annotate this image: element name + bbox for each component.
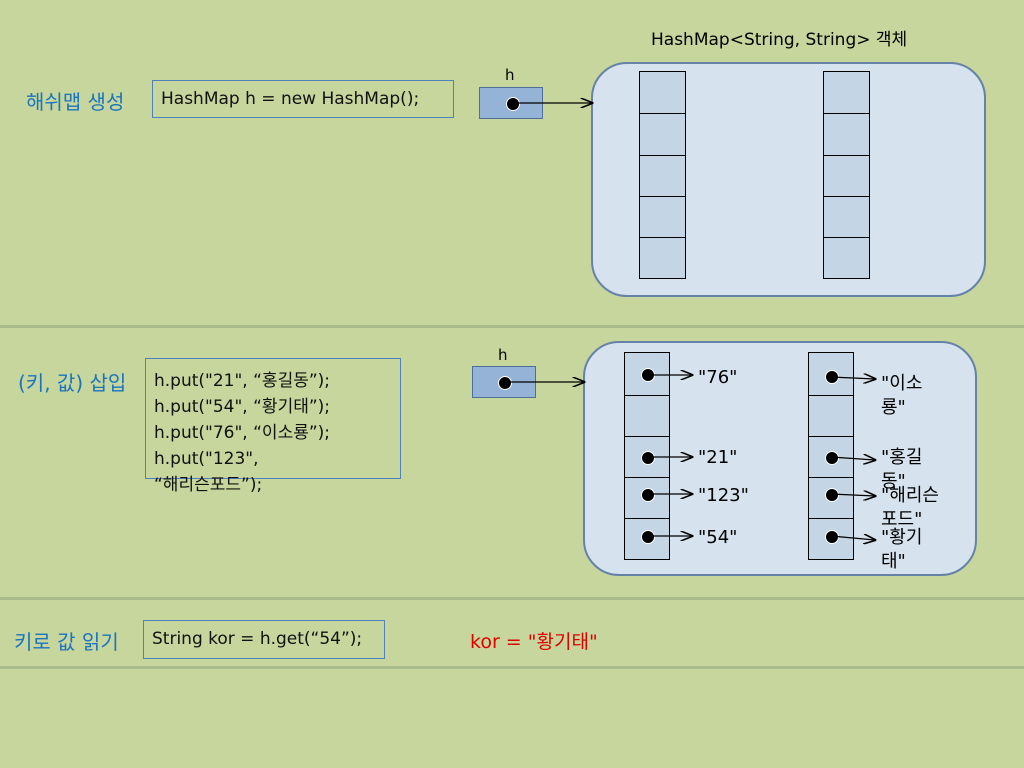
bucket-cell bbox=[624, 518, 670, 560]
code-line: h.put("54", “황기태”); bbox=[154, 397, 331, 417]
entry-dot bbox=[641, 530, 655, 544]
value-label-line: 포드" bbox=[881, 509, 923, 530]
result-text: kor = "황기태" bbox=[470, 631, 598, 653]
entry-dot bbox=[825, 488, 839, 502]
section-label-insert: (키, 값) 삽입 bbox=[18, 371, 127, 395]
reference-dot bbox=[498, 376, 512, 390]
bucket-cell bbox=[624, 395, 670, 437]
value-label-line: 태" bbox=[881, 551, 906, 572]
bucket-cell bbox=[624, 477, 670, 519]
reference-label: h bbox=[498, 346, 508, 364]
value-label-line: 룡" bbox=[881, 397, 906, 418]
bucket-cell bbox=[808, 352, 854, 396]
entry-arrow bbox=[830, 494, 875, 496]
bucket-cell bbox=[639, 196, 686, 238]
code-line: h.put("76", “이소룡”); bbox=[154, 423, 331, 443]
reference-dot bbox=[506, 97, 520, 111]
bucket-cell bbox=[823, 71, 870, 114]
bucket-cell bbox=[808, 436, 854, 478]
entry-arrow bbox=[830, 377, 875, 379]
bucket-cell bbox=[639, 155, 686, 197]
code-line: “해리슨포드”); bbox=[154, 475, 263, 495]
bucket-cell bbox=[639, 113, 686, 156]
bucket-cell bbox=[823, 237, 870, 279]
bucket-cell bbox=[808, 395, 854, 437]
value-label-line: "이소 bbox=[881, 373, 923, 394]
code-insert-lines: h.put("21", “홍길동”); h.put("54", “황기태”); … bbox=[154, 368, 330, 498]
reference-label: h bbox=[505, 66, 515, 84]
code-create: HashMap h = new HashMap(); bbox=[152, 80, 454, 118]
entry-dot bbox=[641, 451, 655, 465]
value-label: "이소 룡" bbox=[881, 372, 922, 420]
section-divider bbox=[0, 597, 1024, 600]
key-label: "76" bbox=[698, 367, 738, 388]
entry-dot bbox=[641, 488, 655, 502]
section-divider bbox=[0, 325, 1024, 328]
value-label-line: "홍길 bbox=[881, 447, 923, 468]
code-get: String kor = h.get(“54”); bbox=[143, 620, 385, 659]
entry-arrow bbox=[830, 536, 875, 540]
value-label-line: "황기 bbox=[881, 527, 923, 548]
value-label: "해리슨 포드" bbox=[881, 484, 939, 532]
entry-arrow bbox=[830, 457, 875, 460]
value-label-line: "해리슨 bbox=[881, 485, 939, 506]
value-label-line: 동" bbox=[881, 471, 906, 492]
key-label: "54" bbox=[698, 527, 738, 548]
section-label-get: 키로 값 읽기 bbox=[14, 630, 119, 654]
value-label: "황기 태" bbox=[881, 526, 922, 574]
key-label: "123" bbox=[698, 485, 749, 506]
code-line: h.put("21", “홍길동”); bbox=[154, 371, 331, 391]
bucket-cell bbox=[624, 352, 670, 396]
value-label: "홍길 동" bbox=[881, 446, 922, 494]
code-insert bbox=[145, 358, 401, 479]
hashmap-caption: HashMap<String, String> 객체 bbox=[651, 30, 908, 50]
bucket-cell bbox=[808, 477, 854, 519]
section-label-create: 해쉬맵 생성 bbox=[26, 90, 125, 114]
code-line: HashMap h = new HashMap(); bbox=[161, 89, 420, 109]
bucket-cell bbox=[639, 237, 686, 279]
code-line: String kor = h.get(“54”); bbox=[152, 629, 363, 649]
bucket-cell bbox=[808, 518, 854, 560]
section-divider bbox=[0, 666, 1024, 669]
bucket-cell bbox=[823, 155, 870, 197]
reference-box bbox=[479, 87, 543, 119]
code-line: h.put("123", bbox=[154, 449, 259, 469]
bucket-cell bbox=[639, 71, 686, 114]
key-label: "21" bbox=[698, 447, 738, 468]
bucket-cell bbox=[823, 196, 870, 238]
